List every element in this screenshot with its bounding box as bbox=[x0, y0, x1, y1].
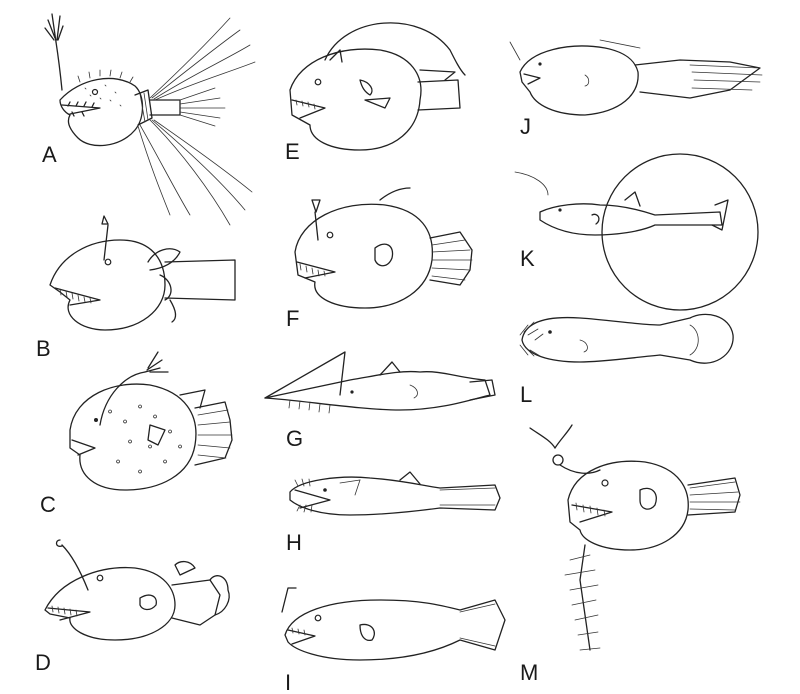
panel-label-l: L bbox=[520, 382, 532, 407]
fish-illustration-d bbox=[44, 539, 230, 641]
fish-illustration-e bbox=[289, 22, 466, 151]
panel-label-a: A bbox=[42, 142, 57, 167]
panel-label-h: H bbox=[286, 530, 302, 555]
panel-label-i: I bbox=[285, 670, 291, 694]
fish-illustration-b bbox=[49, 215, 236, 331]
panel-label-e: E bbox=[285, 139, 300, 164]
panel-label-g: G bbox=[286, 426, 303, 451]
panel-label-f: F bbox=[286, 306, 299, 331]
fish-illustration-j bbox=[509, 39, 763, 116]
panel-label-d: D bbox=[35, 650, 51, 675]
fish-illustration-g bbox=[264, 351, 496, 414]
fish-illustration-i bbox=[281, 587, 506, 661]
fish-illustration-a bbox=[44, 13, 256, 226]
panel-label-c: C bbox=[40, 492, 56, 517]
fish-illustration-c bbox=[69, 351, 233, 491]
fish-illustration-k bbox=[514, 153, 759, 311]
fish-illustration-f bbox=[294, 187, 473, 309]
fish-illustration-l bbox=[519, 313, 734, 364]
fish-illustration-m bbox=[529, 424, 741, 651]
fish-illustration-h bbox=[289, 471, 501, 516]
panel-label-j: J bbox=[520, 114, 531, 139]
panel-label-k: K bbox=[520, 246, 535, 271]
panel-label-b: B bbox=[36, 336, 51, 361]
panel-label-m: M bbox=[520, 660, 538, 685]
